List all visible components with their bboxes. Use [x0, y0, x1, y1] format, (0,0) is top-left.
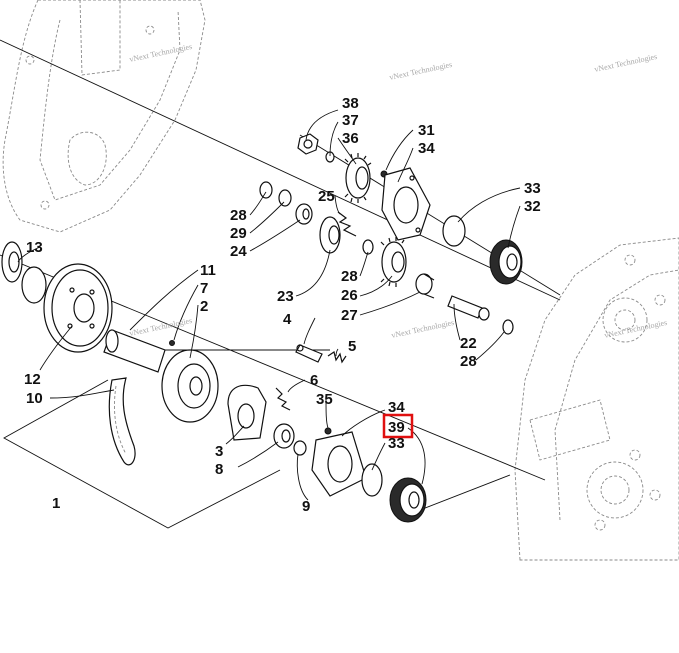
callout-label: 36 — [342, 130, 359, 147]
part-32-bearing — [489, 239, 523, 285]
callout-label: 26 — [341, 287, 358, 304]
part-5-spring — [327, 351, 347, 364]
callout-label: 35 — [316, 391, 333, 408]
part-13-ring — [21, 266, 47, 304]
callout-label: 8 — [215, 461, 223, 478]
part-36-gear — [344, 153, 372, 203]
watermark-6: vNext Technologies — [604, 318, 668, 340]
assembly-bracket — [3, 379, 281, 529]
callout-labels: 38 37 36 31 34 33 32 28 29 24 25 28 26 2… — [24, 95, 541, 515]
callout-label: 9 — [302, 498, 310, 515]
callout-label: 33 — [524, 180, 541, 197]
part-39-bearing — [389, 477, 427, 523]
part-8-bushing — [273, 423, 295, 449]
callout-label: 28 — [341, 268, 358, 285]
callout-label: 25 — [318, 188, 335, 205]
watermark-1: vNext Technologies — [129, 42, 193, 64]
callout-label: 38 — [342, 95, 359, 112]
callout-label: 7 — [200, 280, 208, 297]
callout-label: 2 — [200, 298, 208, 315]
part-22-shaft — [447, 295, 490, 321]
part-35-bolt — [324, 427, 332, 435]
callout-label: 5 — [348, 338, 356, 355]
callout-label: 1 — [52, 495, 60, 512]
callout-label: 22 — [460, 335, 477, 352]
callout-label: 31 — [418, 122, 435, 139]
part-6-spring — [275, 387, 291, 411]
watermark-5: vNext Technologies — [391, 318, 455, 340]
part-28-washer — [259, 181, 273, 199]
callout-label: 34 — [418, 140, 435, 157]
highlight-box-39 — [382, 413, 414, 439]
part-27-bushing — [415, 273, 435, 299]
watermark-4: vNext Technologies — [129, 316, 193, 338]
part-2-drive-sprocket — [161, 349, 219, 423]
part-38-nut — [297, 133, 319, 155]
part-33-o-ring-lower — [361, 463, 383, 497]
part-7-key — [169, 340, 175, 346]
callout-label: 37 — [342, 112, 359, 129]
part-4-pin — [295, 344, 323, 363]
part-33-o-ring — [442, 215, 466, 247]
left-chaincase-cover — [2, 0, 206, 233]
callout-label: 39 — [388, 419, 405, 436]
callout-label: 29 — [230, 225, 247, 242]
callout-label: 32 — [524, 198, 541, 215]
callout-label: 23 — [277, 288, 294, 305]
part-34-flange-plate — [381, 167, 431, 241]
part-24-bushing — [295, 203, 313, 225]
callout-label: 28 — [460, 353, 477, 370]
watermark-3: vNext Technologies — [594, 52, 658, 74]
part-26-gear — [380, 237, 407, 287]
part-25-gear — [319, 216, 341, 254]
part-11-shaft — [103, 329, 166, 373]
callout-label: 33 — [388, 435, 405, 452]
part-10-chain — [108, 377, 136, 466]
callout-label: 28 — [230, 207, 247, 224]
callout-label: 27 — [341, 307, 358, 324]
callout-label: 11 — [200, 262, 216, 279]
callout-label: 4 — [283, 311, 292, 328]
part-29-washer — [278, 189, 292, 207]
callout-label: 3 — [215, 443, 223, 460]
part-25-spring-pin — [337, 211, 357, 237]
callout-label: 24 — [230, 243, 247, 260]
right-gearcase-housing — [514, 237, 679, 561]
part-34-flange-plate-lower — [311, 431, 367, 497]
callout-label: 13 — [26, 239, 43, 256]
callout-label: 12 — [24, 371, 41, 388]
callout-label: 10 — [26, 390, 43, 407]
part-9-washer — [293, 440, 307, 456]
callout-label: 34 — [388, 399, 405, 416]
part-12-sprocket — [43, 263, 113, 353]
part-28-washer-c — [502, 319, 514, 335]
watermark-2: vNext Technologies — [389, 60, 453, 82]
part-3-tensioner-plate — [227, 384, 267, 441]
part-28-washer-b — [362, 239, 374, 255]
part-13-bearing — [1, 241, 23, 283]
callout-label: 6 — [310, 372, 318, 389]
